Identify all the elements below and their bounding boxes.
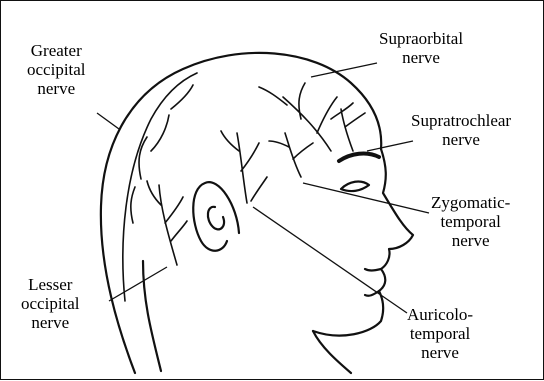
label-greater-occipital-nerve: Greater occipital nerve [27, 41, 86, 98]
lesser-occipital-branches [147, 181, 187, 265]
ear [193, 182, 239, 251]
label-lesser-occipital-nerve: Lesser occipital nerve [21, 275, 80, 332]
auriculotemporal-branches [221, 131, 267, 203]
leader-supratrochlear [367, 141, 413, 151]
label-auriculotemporal-nerve: Auricolo- temporal nerve [407, 305, 473, 362]
leader-greater-occipital [97, 113, 119, 129]
eye [341, 182, 369, 192]
eyebrow [339, 154, 379, 161]
leader-auriculotemporal [253, 207, 407, 313]
label-supratrochlear-nerve: Supratrochlear nerve [411, 111, 511, 149]
ear-inner [208, 207, 224, 230]
leader-lesser-occipital [109, 267, 167, 301]
head-outline [101, 53, 381, 373]
mouth [365, 269, 381, 271]
label-supraorbital-nerve: Supraorbital nerve [379, 29, 463, 67]
label-zygomatic-temporal-nerve: Zygomatic- temporal nerve [431, 193, 510, 250]
neck-back [143, 261, 161, 371]
supratrochlear-branches [341, 109, 365, 151]
jaw-neck [313, 331, 351, 373]
zygomatic-branches [269, 133, 313, 177]
